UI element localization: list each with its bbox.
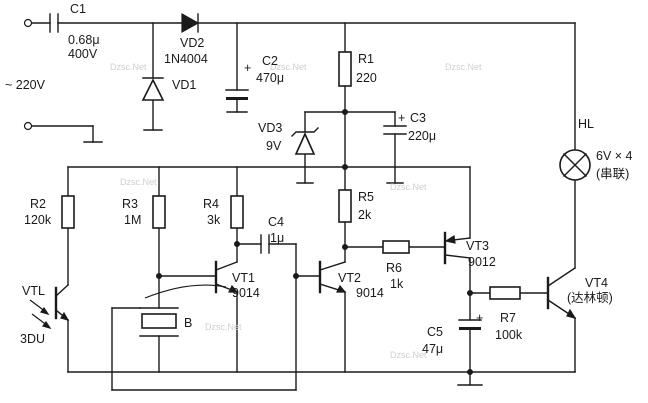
resistor-r3 — [152, 195, 166, 229]
zener-vd3 — [291, 127, 319, 155]
ac-terminal-top — [23, 18, 33, 28]
vd1-label: VD1 — [172, 78, 196, 92]
c3-value: 220μ — [408, 129, 436, 143]
r1-value: 220 — [356, 71, 377, 85]
resistor-r5 — [338, 189, 352, 223]
piezo-to-vt1-lead — [144, 284, 227, 299]
vtl-label: VTL — [22, 284, 45, 298]
resistor-r1 — [338, 51, 352, 87]
resistor-r6 — [382, 240, 410, 254]
watermarks: Dzsc.Net Dzsc.Net Dzsc.Net Dzsc.Net Dzsc… — [110, 62, 482, 360]
r7-value: 100k — [495, 328, 523, 342]
capacitor-c4 — [260, 234, 270, 254]
watermark-text: Dzsc.Net — [205, 322, 242, 332]
r1-label: R1 — [358, 52, 374, 66]
hl-note: (串联) — [596, 167, 629, 181]
c2-plus: + — [244, 61, 251, 75]
watermark-text: Dzsc.Net — [390, 182, 427, 192]
r3-label: R3 — [122, 197, 138, 211]
ac-terminal-bottom — [23, 121, 33, 131]
wiring — [23, 18, 576, 391]
c1-voltage: 400V — [68, 47, 98, 61]
vt3-part: 9012 — [468, 255, 496, 269]
watermark-text: Dzsc.Net — [270, 62, 307, 72]
r4-label: R4 — [203, 197, 219, 211]
piezo-b — [111, 307, 179, 337]
r4-value: 3k — [207, 213, 221, 227]
transistor-vt4 — [546, 267, 577, 319]
phototransistor-vtl — [29, 284, 70, 330]
c4-label: C4 — [268, 215, 284, 229]
hl-label: HL — [578, 117, 594, 131]
watermark-text: Dzsc.Net — [445, 62, 482, 72]
transistor-vt1 — [214, 260, 239, 294]
c2-value: 470μ — [256, 71, 284, 85]
vd3-value: 9V — [266, 139, 282, 153]
c5-value: 47μ — [422, 342, 443, 356]
vt3-label: VT3 — [466, 239, 489, 253]
diode-vd1 — [141, 77, 165, 101]
c2-label: C2 — [262, 54, 278, 68]
lamp-hl — [559, 149, 591, 181]
vt2-part: 9014 — [356, 286, 384, 300]
r6-value: 1k — [390, 277, 404, 291]
c1-value: 0.68μ — [68, 33, 100, 47]
component-labels: C1 0.68μ 400V VD2 1N4004 VD1 ~ 220V + C2… — [5, 2, 633, 356]
c1-label: C1 — [70, 2, 86, 16]
resistor-r2 — [61, 195, 75, 229]
hl-value: 6V × 4 — [596, 149, 633, 163]
watermark-text: Dzsc.Net — [120, 177, 157, 187]
r2-value: 120k — [24, 213, 52, 227]
transistor-vt3 — [443, 231, 471, 265]
r5-value: 2k — [358, 208, 372, 222]
vt4-label: VT4 — [585, 276, 608, 290]
resistor-r7 — [489, 286, 521, 300]
capacitor-c5 — [458, 319, 482, 330]
capacitor-c3 — [383, 125, 407, 135]
c5-label: C5 — [427, 325, 443, 339]
watermark-text: Dzsc.Net — [390, 350, 427, 360]
vd2-label: VD2 — [180, 36, 204, 50]
c3-plus: + — [398, 111, 405, 125]
vd2-part: 1N4004 — [164, 52, 208, 66]
vtl-part: 3DU — [20, 332, 45, 346]
c3-label: C3 — [410, 111, 426, 125]
r6-label: R6 — [386, 261, 402, 275]
b-label: B — [184, 316, 192, 330]
c4-value: 1μ — [270, 231, 284, 245]
vt2-label: VT2 — [338, 271, 361, 285]
r5-label: R5 — [358, 190, 374, 204]
vd3-label: VD3 — [258, 121, 282, 135]
r2-label: R2 — [30, 197, 46, 211]
diode-vd2 — [181, 12, 200, 34]
vt4-part: (达林顿) — [567, 291, 613, 305]
vt1-part: 9014 — [232, 286, 260, 300]
r7-label: R7 — [500, 311, 516, 325]
resistor-r4 — [230, 195, 244, 229]
watermark-text: Dzsc.Net — [110, 62, 147, 72]
vt1-label: VT1 — [232, 271, 255, 285]
capacitor-c1 — [49, 13, 59, 33]
ac-input-label: ~ 220V — [5, 78, 46, 92]
c5-plus: + — [476, 311, 483, 325]
capacitor-c2 — [225, 89, 249, 100]
transistor-vt2 — [318, 260, 347, 294]
r3-value: 1M — [124, 213, 141, 227]
